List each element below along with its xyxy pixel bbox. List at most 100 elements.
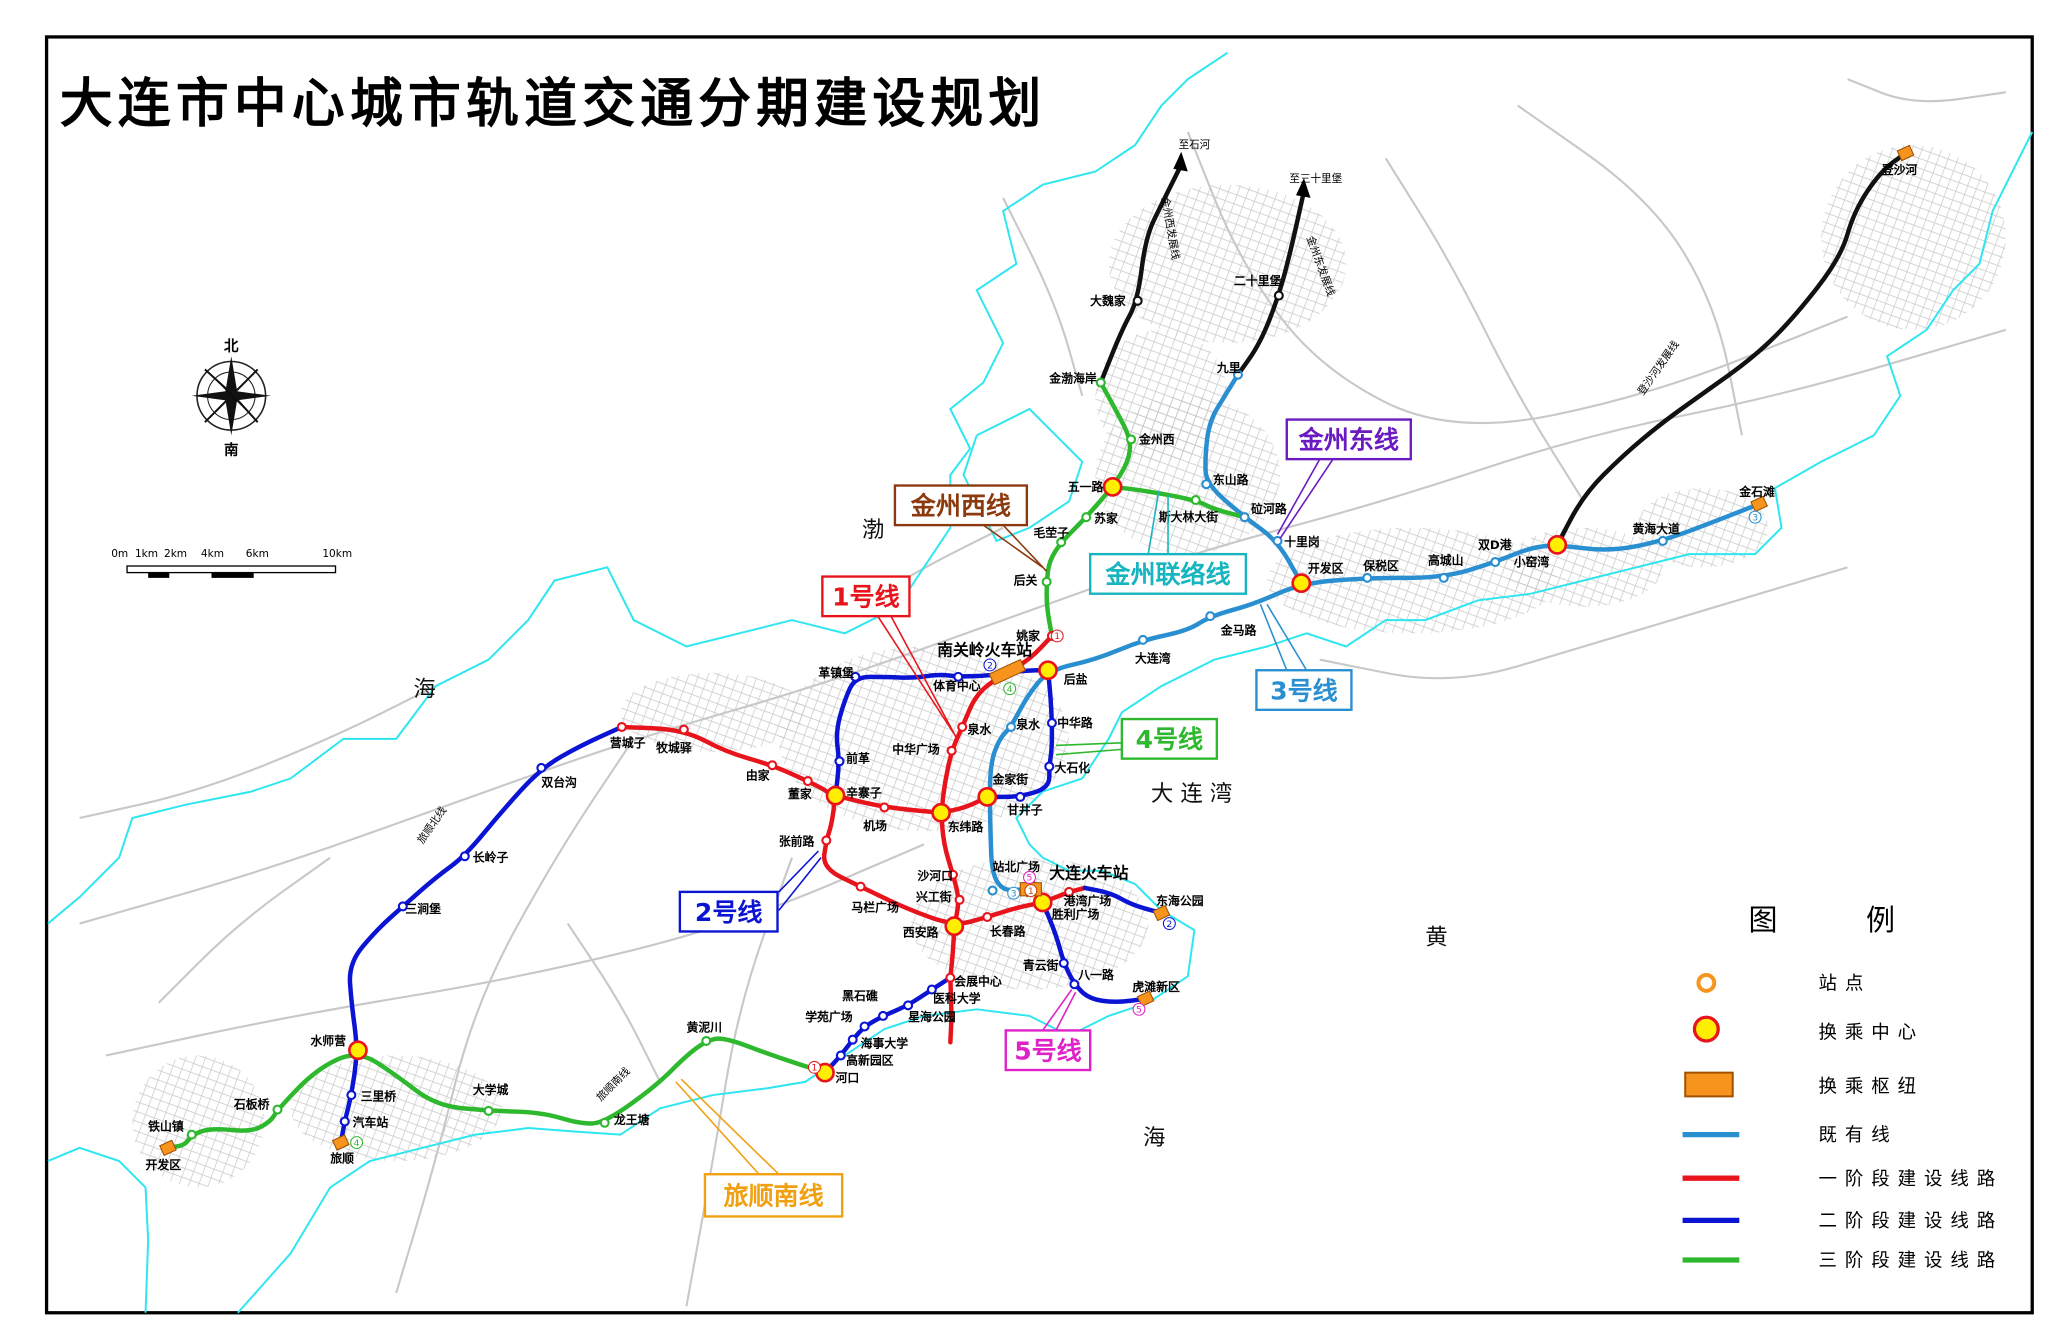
callout-pointer xyxy=(778,857,822,911)
station-station: 金州西 xyxy=(1126,432,1175,446)
station-icon xyxy=(1056,537,1067,548)
callout-3号线: 3号线 xyxy=(1255,603,1353,712)
callout-pointer xyxy=(1042,989,1073,1031)
station-label: 长春路 xyxy=(990,924,1026,938)
station-label: 河口 xyxy=(836,1071,860,1085)
station-station: 大魏家 xyxy=(1090,294,1143,308)
rail-lines xyxy=(165,150,1908,1151)
station-hub: 金石滩 xyxy=(1738,485,1775,513)
station-label: 海事大学 xyxy=(861,1037,909,1051)
station-icon xyxy=(599,1117,610,1128)
callout-旅顺南线: 旅顺南线 xyxy=(675,1078,844,1218)
line-number: 4 xyxy=(354,1138,360,1149)
station-interchange: 东纬路 xyxy=(931,802,983,834)
station-label: 高新园区 xyxy=(846,1054,894,1068)
sea-label: 海 xyxy=(1143,1125,1165,1151)
legend-item: 二阶段建设线路 xyxy=(1682,1211,1995,1232)
hub-icon xyxy=(159,1139,177,1157)
direction-label: 至石河 xyxy=(1179,139,1211,151)
station-hub: 虎滩新区 xyxy=(1132,980,1180,1008)
station-station: 大学城 xyxy=(473,1083,508,1116)
callout-label: 5号线 xyxy=(1014,1036,1082,1065)
station-icon xyxy=(1232,369,1243,380)
station-label: 姚家 xyxy=(1015,629,1040,643)
callout-pointer xyxy=(1147,490,1160,555)
station-label: 体育中心 xyxy=(933,679,981,693)
callout-pointer xyxy=(675,1081,760,1175)
station-interchange: 开发区 xyxy=(1291,562,1344,594)
station-icon xyxy=(339,1116,350,1127)
station-station: 医科大学 xyxy=(926,984,981,1006)
station-interchange: 后盐 xyxy=(1038,660,1088,686)
station-station: 苏家 xyxy=(1081,511,1118,525)
station-station: 学苑广场 xyxy=(805,1010,870,1032)
station-station: 泉水 xyxy=(1006,717,1040,732)
scale-label: 6km xyxy=(246,548,269,560)
station-label: 后盐 xyxy=(1064,672,1088,686)
station-label: 港湾广场 xyxy=(1064,894,1112,908)
station-icon xyxy=(953,671,964,682)
rail-line-stage3 xyxy=(165,1036,828,1151)
line-number-badge: 3 xyxy=(1748,510,1762,524)
line-number-badge: 2 xyxy=(983,658,997,672)
station-label: 长岭子 xyxy=(473,851,509,865)
callout-pointer xyxy=(1266,603,1308,671)
line-number-badge: 4 xyxy=(350,1136,364,1150)
callout-box xyxy=(703,1173,844,1218)
station-icon xyxy=(397,901,408,912)
callout-pointer xyxy=(1055,991,1077,1031)
legend-item: 站点 xyxy=(1696,973,1863,995)
station-station: 大石化 xyxy=(1044,761,1090,775)
station-station: 营城子 xyxy=(610,721,646,750)
road xyxy=(1319,566,1848,680)
interchange-icon xyxy=(1547,535,1568,555)
station-icon xyxy=(1058,958,1069,969)
legend-item: 一阶段建设线路 xyxy=(1682,1169,1995,1190)
station-icon xyxy=(945,972,956,983)
station-station: 长岭子 xyxy=(459,851,509,865)
circle-icon xyxy=(807,1060,821,1074)
station-label: 大连湾 xyxy=(1135,651,1171,665)
scale-label: 10km xyxy=(322,548,352,560)
station-label: 马栏广场 xyxy=(851,901,899,915)
station-label: 星海公园 xyxy=(908,1010,956,1024)
callout-label: 金州东线 xyxy=(1298,426,1399,455)
callout-label: 金州西线 xyxy=(910,492,1011,521)
station-icon xyxy=(483,1105,494,1116)
station-station: 保税区 xyxy=(1362,559,1399,583)
station-station: 甘井子 xyxy=(1007,791,1043,817)
station-icon xyxy=(1006,721,1017,732)
scale-label: 2km xyxy=(164,548,187,560)
station-icon xyxy=(847,1034,858,1045)
callout-2号线: 2号线 xyxy=(678,850,822,933)
station-label: 三涧堡 xyxy=(405,902,441,916)
station-station: 高新园区 xyxy=(835,1050,894,1068)
interchange-icon xyxy=(825,785,846,806)
station-icon xyxy=(834,756,845,767)
station-station: 高城山 xyxy=(1428,554,1464,583)
station-label: 开发区 xyxy=(146,1158,182,1172)
callout-box xyxy=(821,575,911,618)
station-station: 金渤海岸 xyxy=(1048,372,1106,388)
station-station: 会展中心 xyxy=(945,972,1002,989)
sea-label: 黄 xyxy=(1425,925,1447,951)
rail-line-stage2 xyxy=(985,667,1055,800)
station-icon xyxy=(1362,572,1373,583)
station-icon xyxy=(947,869,958,880)
stations: 姚家南关岭火车站体育中心泉水中华广场东纬路金家街辛寨子机场董家由家牧城驿营城子双… xyxy=(146,144,1918,1172)
station-icon xyxy=(987,885,998,896)
station-label: 金州西 xyxy=(1138,432,1175,446)
station-icon xyxy=(1273,290,1284,301)
station-station: 黑石礁 xyxy=(842,989,889,1021)
callout-pointer xyxy=(877,615,954,733)
station-interchange: 五一路 xyxy=(1068,476,1123,497)
station-station: 石板桥 xyxy=(233,1097,283,1115)
hub-icon xyxy=(1136,990,1155,1008)
station-station: 中华广场 xyxy=(892,742,957,756)
station-label: 保税区 xyxy=(1362,559,1399,573)
city-grid xyxy=(1108,184,1347,344)
line-number: 5 xyxy=(1027,873,1033,884)
scale-label: 4km xyxy=(201,548,224,560)
station-station: 砬河路 xyxy=(1239,502,1287,523)
